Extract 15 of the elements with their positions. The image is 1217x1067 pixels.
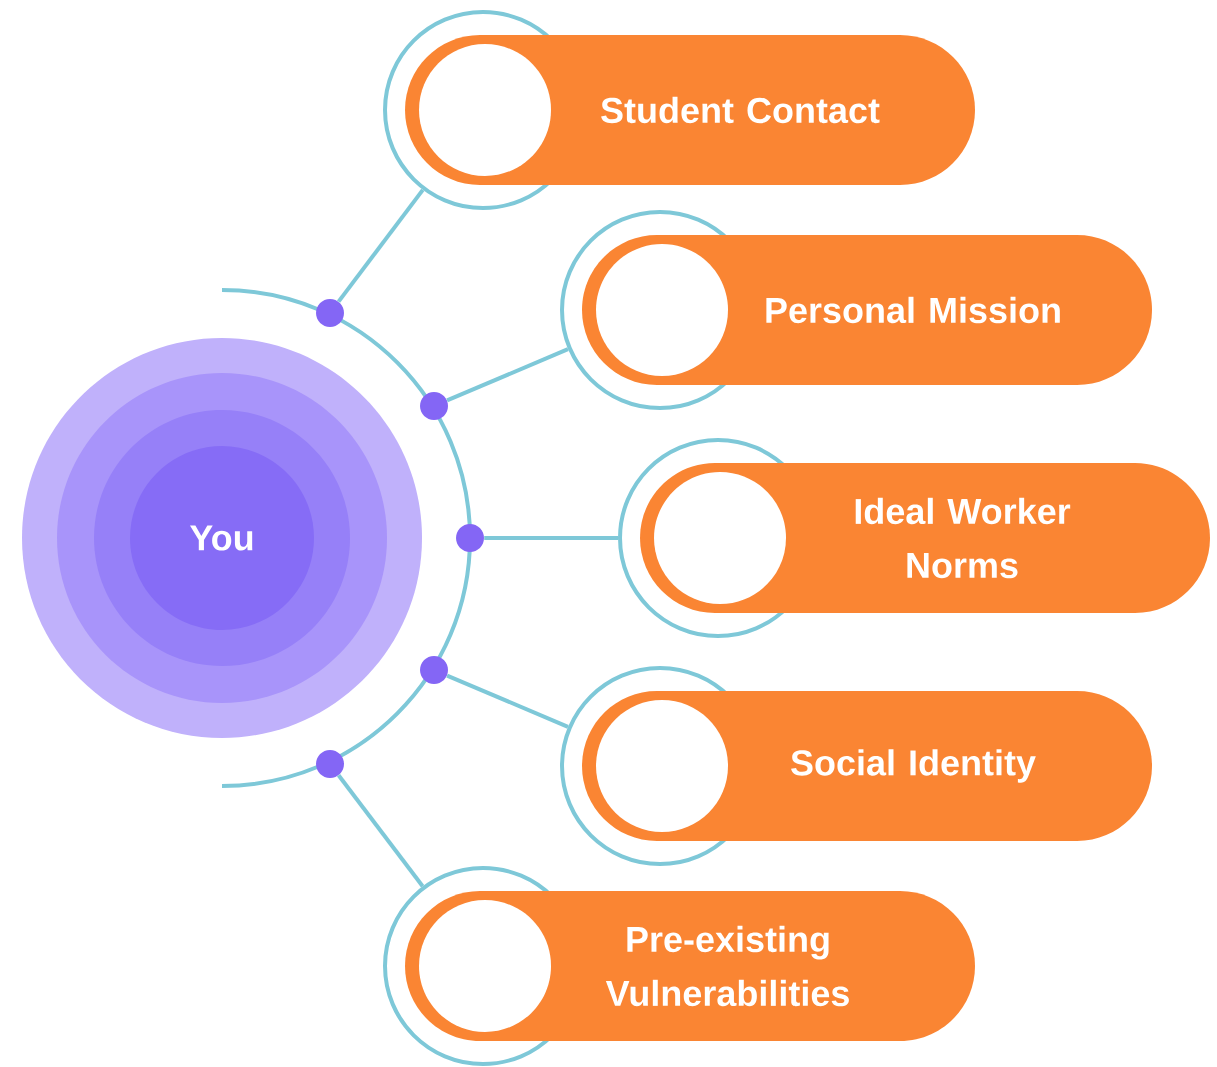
pill-box: Personal Mission [560, 210, 1152, 410]
connector-dot [420, 656, 448, 684]
connector-line [446, 673, 569, 729]
pill-box: Student Contact [383, 10, 975, 210]
connector-line [336, 188, 425, 303]
connector-line [446, 347, 569, 403]
connector-dot [420, 392, 448, 420]
connector-line [484, 536, 618, 540]
connector-dot [316, 299, 344, 327]
connector-line [337, 774, 425, 888]
connector-dot [316, 750, 344, 778]
pill-box: Pre-existing Vulnerabilities [383, 866, 975, 1066]
pill-box: Social Identity [560, 666, 1152, 866]
pill-box: Ideal Worker Norms [618, 438, 1210, 638]
connector-dot [456, 524, 484, 552]
